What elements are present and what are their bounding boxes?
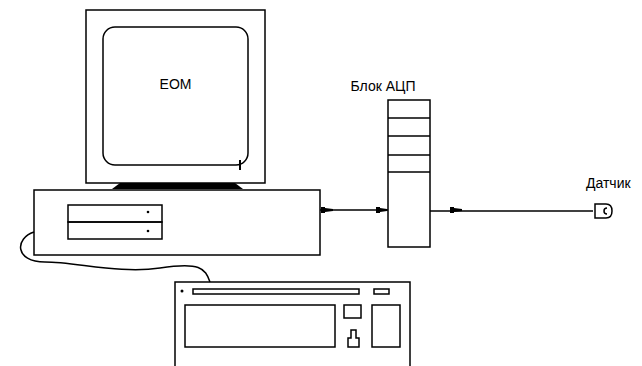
- node-label: ЕОМ: [160, 76, 192, 92]
- adc-panel-line: [388, 154, 430, 156]
- drive-bay: [68, 222, 162, 239]
- keyboard: [175, 282, 410, 366]
- keyboard-cable: [21, 232, 210, 282]
- adc-block: Блок АЦП: [388, 100, 430, 247]
- system-case: [34, 190, 320, 255]
- plug: [450, 207, 454, 213]
- computer: ЕОМ: [34, 10, 320, 256]
- adc-panel-line: [388, 117, 430, 119]
- sensor: Датчик: [593, 203, 613, 219]
- drive-bay: [68, 205, 162, 222]
- adc-panel-line: [388, 171, 430, 173]
- drive-led: [147, 230, 150, 233]
- cable: [320, 209, 388, 211]
- node-label: Датчик: [586, 175, 631, 191]
- adc-housing: [388, 100, 430, 247]
- monitor-housing: [86, 10, 265, 183]
- monitor-screen: [103, 27, 248, 165]
- sensor-element: [604, 208, 607, 214]
- keyboard-led: [181, 290, 184, 293]
- node-label: Блок АЦП: [351, 78, 416, 94]
- drive-led: [147, 211, 150, 214]
- keyboard-key: [344, 305, 361, 318]
- cable: [430, 210, 593, 212]
- keyboard-key: [374, 289, 389, 294]
- arrow-keys: [348, 330, 359, 347]
- keyboard-key: [193, 289, 359, 294]
- power-indicator: [239, 160, 241, 170]
- keyboard-key: [372, 305, 400, 347]
- monitor-stand: [112, 183, 243, 189]
- sensor-body: [595, 204, 612, 218]
- adc-panel-line: [388, 135, 430, 137]
- keyboard-key: [185, 305, 335, 347]
